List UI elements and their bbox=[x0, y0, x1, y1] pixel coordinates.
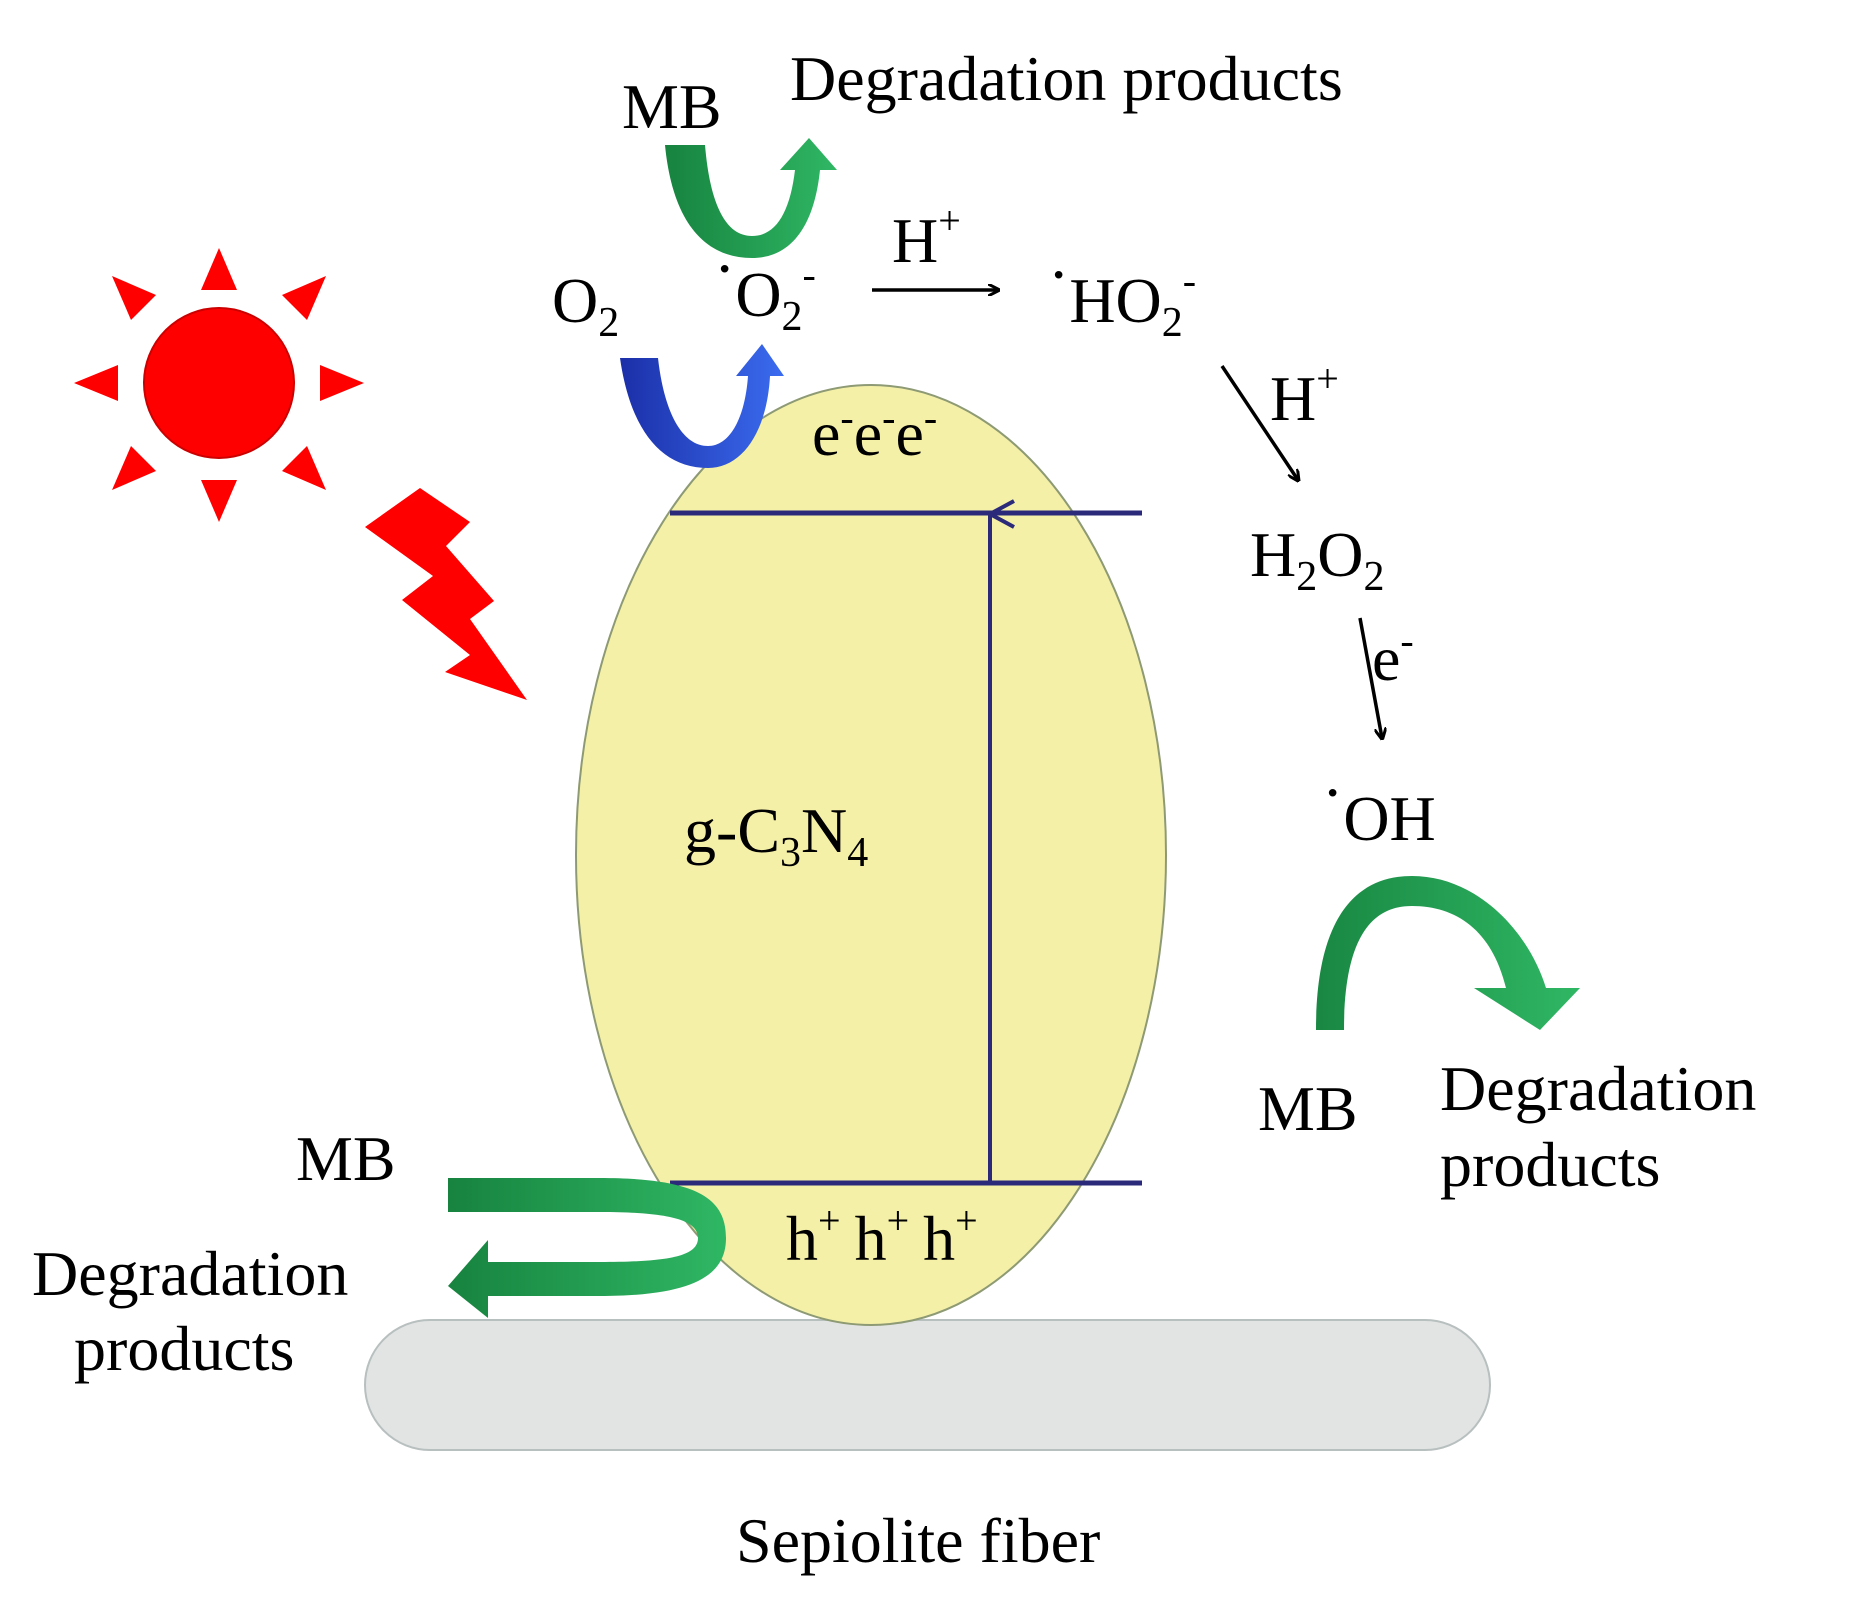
degradation-label-right-2: products bbox=[1440, 1129, 1660, 1200]
h-plus-label-1: H+ bbox=[892, 198, 961, 276]
mb-label-left: MB bbox=[296, 1123, 396, 1194]
electrons-label: e-e-e- bbox=[812, 395, 937, 469]
h2o2-label: H2O2 bbox=[1250, 519, 1384, 600]
holes-label: h+h+h+ bbox=[786, 1198, 978, 1274]
superoxide-label: ·O2- bbox=[714, 233, 816, 340]
o2-label: O2 bbox=[552, 265, 619, 346]
o2-reduction-arrow bbox=[620, 344, 784, 468]
sun-icon bbox=[74, 248, 364, 522]
h-plus-arrow-2 bbox=[1220, 365, 1298, 480]
degradation-label-left-2: products bbox=[74, 1313, 294, 1384]
mb-label-top: MB bbox=[622, 71, 722, 142]
g-c3n4-particle bbox=[575, 384, 1167, 1326]
mb-degradation-arrow-right bbox=[1292, 876, 1580, 1030]
degradation-label-top: Degradation products bbox=[790, 43, 1343, 114]
h-plus-label-2: H+ bbox=[1270, 356, 1339, 434]
electron-step-label: e- bbox=[1372, 618, 1414, 694]
catalyst-label: g-C3N4 bbox=[684, 795, 868, 876]
mb-degradation-arrow-top bbox=[665, 138, 837, 258]
hydroxyl-label: ·OH bbox=[1322, 757, 1436, 854]
degradation-label-left-1: Degradation bbox=[32, 1238, 348, 1309]
electron-arrow bbox=[1358, 617, 1382, 738]
fiber-label: Sepiolite fiber bbox=[736, 1505, 1100, 1576]
sepiolite-fiber bbox=[364, 1319, 1491, 1451]
lightning-icon bbox=[365, 488, 527, 700]
mb-degradation-arrow-left bbox=[448, 1178, 726, 1318]
hydroperoxyl-label: ·HO2- bbox=[1048, 239, 1196, 346]
degradation-label-right-1: Degradation bbox=[1440, 1053, 1756, 1124]
mb-label-right: MB bbox=[1258, 1073, 1358, 1144]
